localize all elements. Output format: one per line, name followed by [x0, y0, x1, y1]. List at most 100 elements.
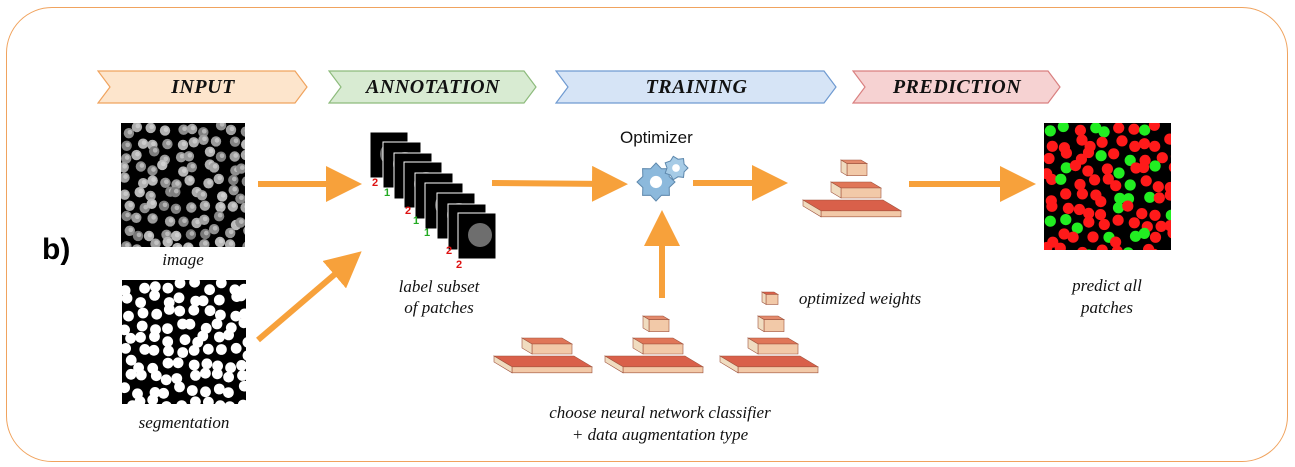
cell-blob [148, 344, 160, 356]
cell-blob [1090, 123, 1102, 134]
stage-label: PREDICTION [892, 76, 1022, 98]
cell-blob [136, 320, 148, 332]
cell-highlight [228, 241, 234, 246]
caption-label-line1: label subset [398, 277, 480, 296]
cell-blob [1124, 179, 1136, 191]
chevron-shape [328, 70, 537, 104]
cell-blob [1112, 202, 1125, 214]
cell-blob [204, 305, 216, 317]
cell-blob [241, 139, 245, 150]
cell-highlight [231, 203, 237, 208]
cell-blob [1057, 123, 1069, 133]
cell-blob [132, 244, 142, 247]
cell-blob [1108, 148, 1120, 160]
cell-blob [1101, 163, 1113, 175]
cell-highlight [195, 219, 200, 225]
cell-highlight [125, 142, 131, 148]
cell-highlight [151, 177, 156, 182]
cell-highlight [165, 231, 170, 237]
cell-highlight [163, 127, 169, 132]
cell-highlight [217, 175, 223, 181]
cell-highlight [135, 123, 141, 129]
cell-blob [162, 282, 174, 294]
cell-highlight [202, 240, 208, 246]
cell-blob [1082, 146, 1095, 159]
cell-blob [1089, 174, 1101, 186]
caption-segmentation: segmentation [138, 413, 230, 432]
cell-highlight [219, 153, 225, 159]
cell-blob [188, 345, 200, 356]
patch-label: 2 [372, 177, 378, 189]
cell-blob [197, 295, 209, 307]
cell-highlight [201, 128, 207, 134]
cell-highlight [128, 227, 134, 233]
cell-highlight [125, 242, 130, 247]
caption-optimized-weights: optimized weights [798, 289, 922, 308]
cell-blob [1128, 123, 1140, 135]
cell-blob [1112, 214, 1124, 226]
cell-blob [158, 387, 169, 399]
cell-blob [190, 396, 201, 404]
cell-blob [125, 354, 137, 366]
cell-highlight [189, 231, 195, 236]
cell-highlight [151, 167, 156, 172]
cell-blob [239, 308, 246, 320]
cell-blob [1098, 126, 1110, 138]
cell-blob [1113, 167, 1125, 179]
cell-highlight [208, 148, 214, 154]
cell-highlight [233, 153, 239, 158]
cell-highlight [214, 138, 220, 143]
patch-label: 1 [413, 215, 419, 227]
cell-blob [173, 292, 185, 304]
cell-blob [1076, 134, 1088, 146]
cell-blob [162, 336, 174, 348]
cell-blob [1096, 136, 1108, 148]
cell-highlight [186, 244, 192, 247]
cell-blob [238, 380, 246, 392]
cell-highlight [141, 179, 147, 185]
network-layer-block [631, 337, 685, 355]
cell-blob [1096, 244, 1108, 250]
cell-highlight [124, 155, 130, 160]
cell-blob [135, 297, 146, 308]
cell-blob [1165, 209, 1171, 221]
cell-blob [236, 360, 246, 371]
cell-blob [149, 290, 160, 301]
cell-blob [125, 368, 137, 380]
cell-blob [216, 344, 227, 355]
cell-blob [1139, 124, 1151, 136]
cell-highlight [231, 176, 237, 182]
cell-blob [177, 347, 189, 358]
cell-blob [1116, 135, 1128, 147]
cell-highlight [141, 140, 147, 146]
cell-highlight [203, 202, 209, 208]
cell-blob [1149, 140, 1161, 152]
cell-highlight [151, 141, 156, 147]
cell-blob [139, 282, 150, 294]
cell-highlight [187, 152, 193, 158]
cell-blob [237, 370, 246, 381]
cell-blob [186, 385, 198, 396]
cell-highlight [212, 164, 218, 169]
cell-highlight [134, 214, 140, 220]
cell-blob [230, 342, 242, 354]
cell-highlight [239, 195, 244, 201]
cell-blob [1074, 124, 1086, 136]
cell-highlight [127, 129, 133, 135]
segmentation-image [122, 280, 246, 404]
caption-choose-line2: + data augmentation type [571, 425, 749, 444]
cell-highlight [174, 205, 180, 211]
cell-highlight [189, 204, 195, 209]
cell-blob [1140, 175, 1152, 187]
cell-highlight [182, 218, 187, 224]
cell-blob [1129, 140, 1141, 152]
cell-blob [1150, 248, 1158, 250]
cell-highlight [202, 216, 208, 222]
cell-blob [1164, 133, 1171, 145]
cell-blob [1082, 165, 1094, 177]
cell-highlight [190, 125, 196, 131]
cell-blob [240, 202, 245, 213]
cell-blob [1087, 231, 1099, 243]
patch-label: 2 [446, 245, 452, 257]
